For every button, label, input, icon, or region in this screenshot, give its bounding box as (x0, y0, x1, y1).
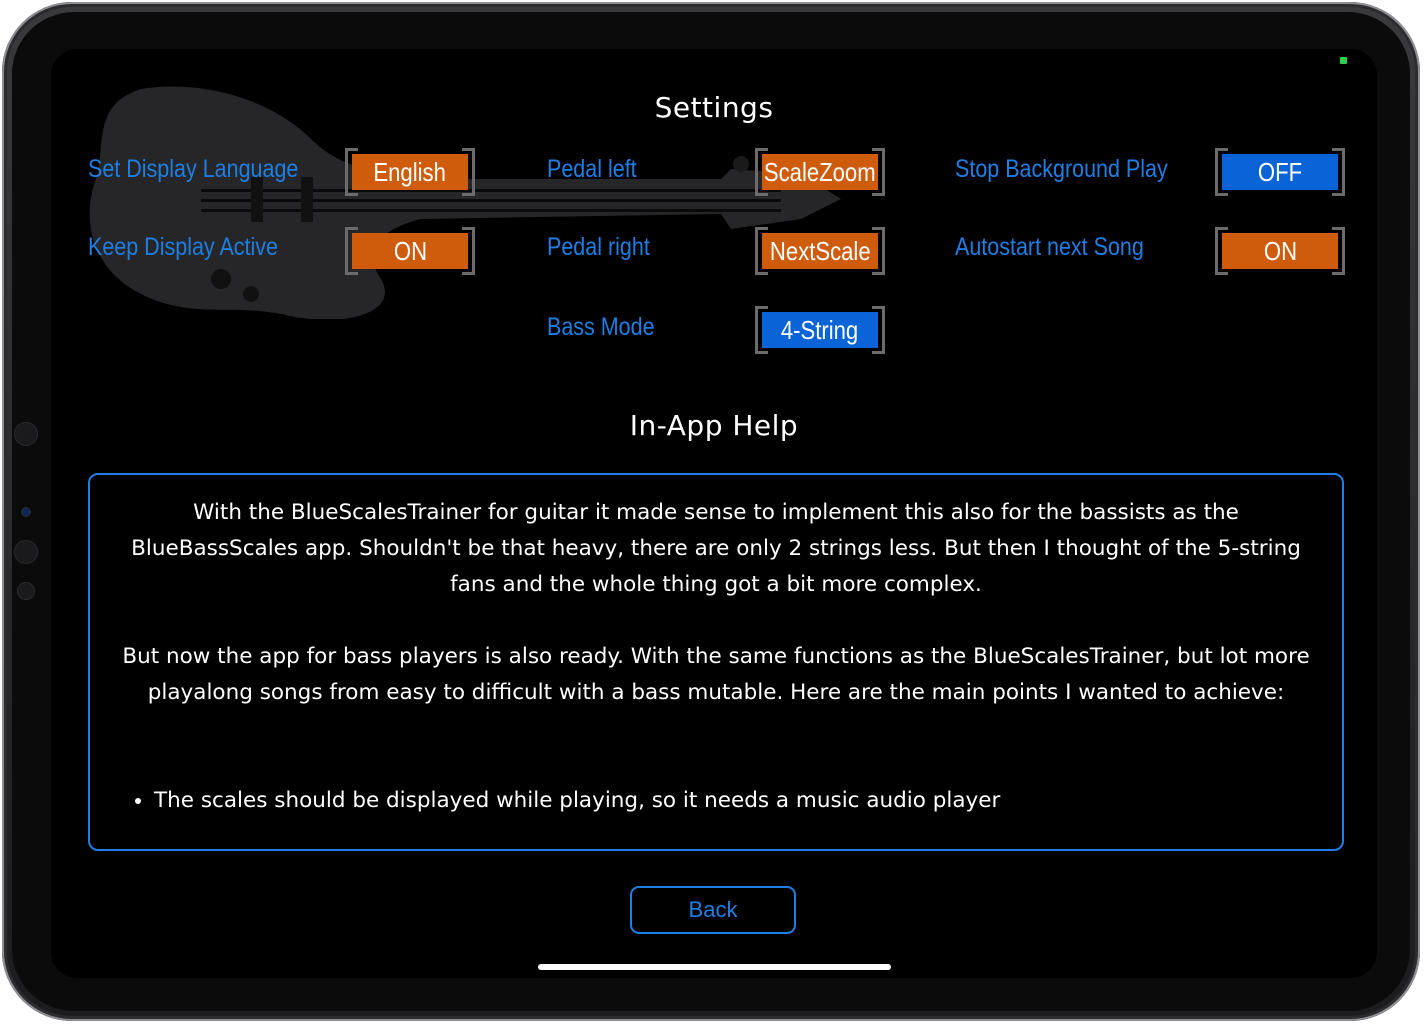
pedal-left-button[interactable]: ScaleZoom (755, 148, 885, 196)
help-bullet-item: The scales should be displayed while pla… (154, 783, 1318, 819)
back-button[interactable]: Back (630, 886, 796, 934)
bass-mode-button[interactable]: 4-String (755, 306, 885, 354)
stop-background-play-label[interactable]: Stop Background Play (955, 155, 1168, 183)
app-screen: Settings Set Display Language English Ke… (51, 49, 1377, 978)
battery-icon (1340, 57, 1347, 64)
settings-title: Settings (654, 91, 774, 124)
help-paragraph: With the BlueScalesTrainer for guitar it… (131, 500, 1301, 597)
pedal-left-value: ScaleZoom (764, 156, 876, 187)
keep-display-active-value: ON (393, 235, 427, 266)
pedal-right-value: NextScale (769, 235, 871, 266)
help-title: In-App Help (629, 409, 799, 442)
help-text: With the BlueScalesTrainer for guitar it… (90, 475, 1342, 819)
set-display-language-label[interactable]: Set Display Language (88, 155, 299, 183)
bass-mode-value: 4-String (781, 314, 859, 345)
help-text-scroll-area[interactable]: With the BlueScalesTrainer for guitar it… (88, 473, 1344, 851)
keep-display-active-button[interactable]: ON (345, 227, 475, 275)
pedal-right-button[interactable]: NextScale (755, 227, 885, 275)
autostart-next-song-value: ON (1263, 235, 1297, 266)
camera-dot (14, 422, 38, 446)
sensor-dot-3 (17, 582, 35, 600)
autostart-next-song-button[interactable]: ON (1215, 227, 1345, 275)
display-language-button[interactable]: English (345, 148, 475, 196)
pedal-right-label[interactable]: Pedal right (547, 233, 650, 261)
stop-background-play-button[interactable]: OFF (1215, 148, 1345, 196)
keep-display-active-label[interactable]: Keep Display Active (88, 233, 279, 261)
stop-background-play-value: OFF (1257, 156, 1303, 187)
help-bullet-list: The scales should be displayed while pla… (114, 783, 1318, 819)
sensor-dot-2 (14, 540, 38, 564)
sensor-dot (21, 507, 31, 517)
home-indicator[interactable] (538, 964, 891, 970)
pedal-left-label[interactable]: Pedal left (547, 155, 637, 183)
bass-mode-label[interactable]: Bass Mode (547, 313, 655, 341)
help-paragraph: But now the app for bass players is also… (122, 644, 1310, 705)
display-language-value: English (373, 156, 447, 187)
autostart-next-song-label[interactable]: Autostart next Song (955, 233, 1144, 261)
